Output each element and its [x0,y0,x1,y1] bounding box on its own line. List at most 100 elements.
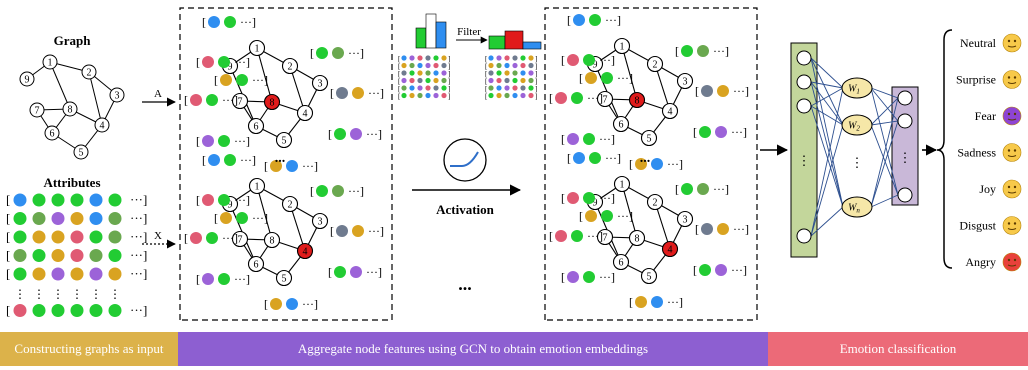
emotion-sadness: Sadness [957,143,1022,162]
gcn-node-3: 3 [676,72,694,90]
svg-text:5: 5 [79,148,84,159]
svg-text:[: [ [549,91,553,105]
svg-text:Surprise: Surprise [956,73,996,87]
svg-text:8: 8 [270,236,275,247]
attribute-matrix: [···][···][···][···][···][···]⋮⋮⋮⋮⋮⋮ [6,192,147,318]
svg-text:5: 5 [282,274,287,285]
attributes-label: Attributes [43,175,100,190]
svg-text:···]: ···] [667,295,683,309]
svg-text:[: [ [629,157,633,171]
svg-text:···]: ···] [234,272,250,286]
svg-text:[: [ [398,63,401,71]
svg-text:⋮: ⋮ [851,155,864,170]
svg-text:···]: ···] [713,182,729,196]
gcn-node-2: 2 [281,57,299,75]
feature-bracket: [···] [579,209,633,223]
arrow-a-label: A [154,88,162,100]
stage-input: Constructing graphs as input [0,332,178,366]
svg-text:6: 6 [254,260,259,271]
emoji-icon [1002,33,1022,53]
svg-text:[: [ [485,70,488,78]
svg-text:2: 2 [288,200,293,211]
svg-text:W1: W1 [848,84,860,96]
svg-text:⋮: ⋮ [14,287,26,301]
emotion-neutral: Neutral [960,33,1022,53]
svg-text:⋮: ⋮ [899,150,912,165]
feature-bracket: [···] [330,86,384,100]
svg-text:[: [ [6,248,10,263]
svg-text:3: 3 [115,91,120,102]
gcn-node-4: 4 [296,104,314,122]
feature-bracket: [···] [330,224,384,238]
svg-text:5: 5 [647,134,652,145]
svg-text:···]: ···] [366,265,382,279]
feature-bracket: [···] [561,132,615,146]
weight-node-2: W2 [841,114,873,136]
svg-text:[: [ [561,53,565,67]
svg-text:[: [ [485,63,488,71]
svg-text:7: 7 [238,97,243,108]
feature-bracket: [···] [310,46,364,60]
gcn-node-8: 8 [628,229,646,247]
svg-text:[: [ [196,134,200,148]
graph-label: Graph [54,33,92,48]
svg-text:···]: ···] [234,134,250,148]
feature-bracket: [···] [328,265,382,279]
svg-text:[: [ [561,191,565,205]
filter-label: Filter [457,26,481,38]
svg-text:···]: ···] [731,125,747,139]
feature-bracket: [···] [693,125,747,139]
svg-text:⋮: ⋮ [71,287,83,301]
svg-text:[: [ [695,84,699,98]
gcn-node-1: 1 [248,177,266,195]
svg-text:···]: ···] [366,127,382,141]
svg-text:[: [ [196,193,200,207]
svg-text:[: [ [485,85,488,93]
feature-bracket: [···] [561,270,615,284]
svg-text:[: [ [567,13,571,27]
feature-grid-after: [][][][][][] [485,55,537,101]
svg-text:⋮: ⋮ [90,287,102,301]
weight-node-3: Wn [841,196,873,218]
gcn-node-6: 6 [247,117,265,135]
svg-text:2: 2 [87,68,92,79]
gcn-node-7: 7 [231,230,249,248]
svg-text:⋮: ⋮ [109,287,121,301]
emoji-icon [1002,216,1022,235]
feature-bracket: [ ···] [328,127,382,141]
stage-classification: Emotion classification [768,332,1028,366]
svg-text:8: 8 [635,234,640,245]
emotion-brace [936,29,953,269]
feature-bracket: [···] [184,93,238,107]
svg-text:···]: ···] [733,222,749,236]
svg-text:···]: ···] [599,53,615,67]
svg-text:]: ] [448,78,450,86]
feature-bracket: [···] [695,84,749,98]
input-node-7: 7 [29,102,45,118]
svg-text:···]: ···] [222,93,238,107]
gcn-node-4: 4 [661,240,679,258]
feature-bracket: [···] [579,71,633,85]
svg-text:9: 9 [228,62,233,73]
panel-1-ellipsis: ... [275,151,286,166]
input-node-5: 5 [73,144,89,160]
svg-text:[: [ [579,209,583,223]
svg-text:Neutral: Neutral [960,36,997,50]
feature-histogram-before [415,13,447,49]
svg-text:]: ] [535,70,537,78]
svg-text:4: 4 [668,107,673,118]
feature-bracket: [···] [693,263,747,277]
svg-text:···]: ···] [599,132,615,146]
svg-text:2: 2 [653,60,658,71]
svg-text:···]: ···] [234,193,250,207]
svg-text:9: 9 [593,198,598,209]
svg-text:···]: ···] [252,211,268,225]
svg-text:···]: ···] [605,151,621,165]
svg-text:5: 5 [282,136,287,147]
svg-text:6: 6 [619,258,624,269]
gcn-panel-1 [179,7,393,321]
svg-text:[: [ [6,192,10,207]
svg-text:[: [ [328,127,332,141]
